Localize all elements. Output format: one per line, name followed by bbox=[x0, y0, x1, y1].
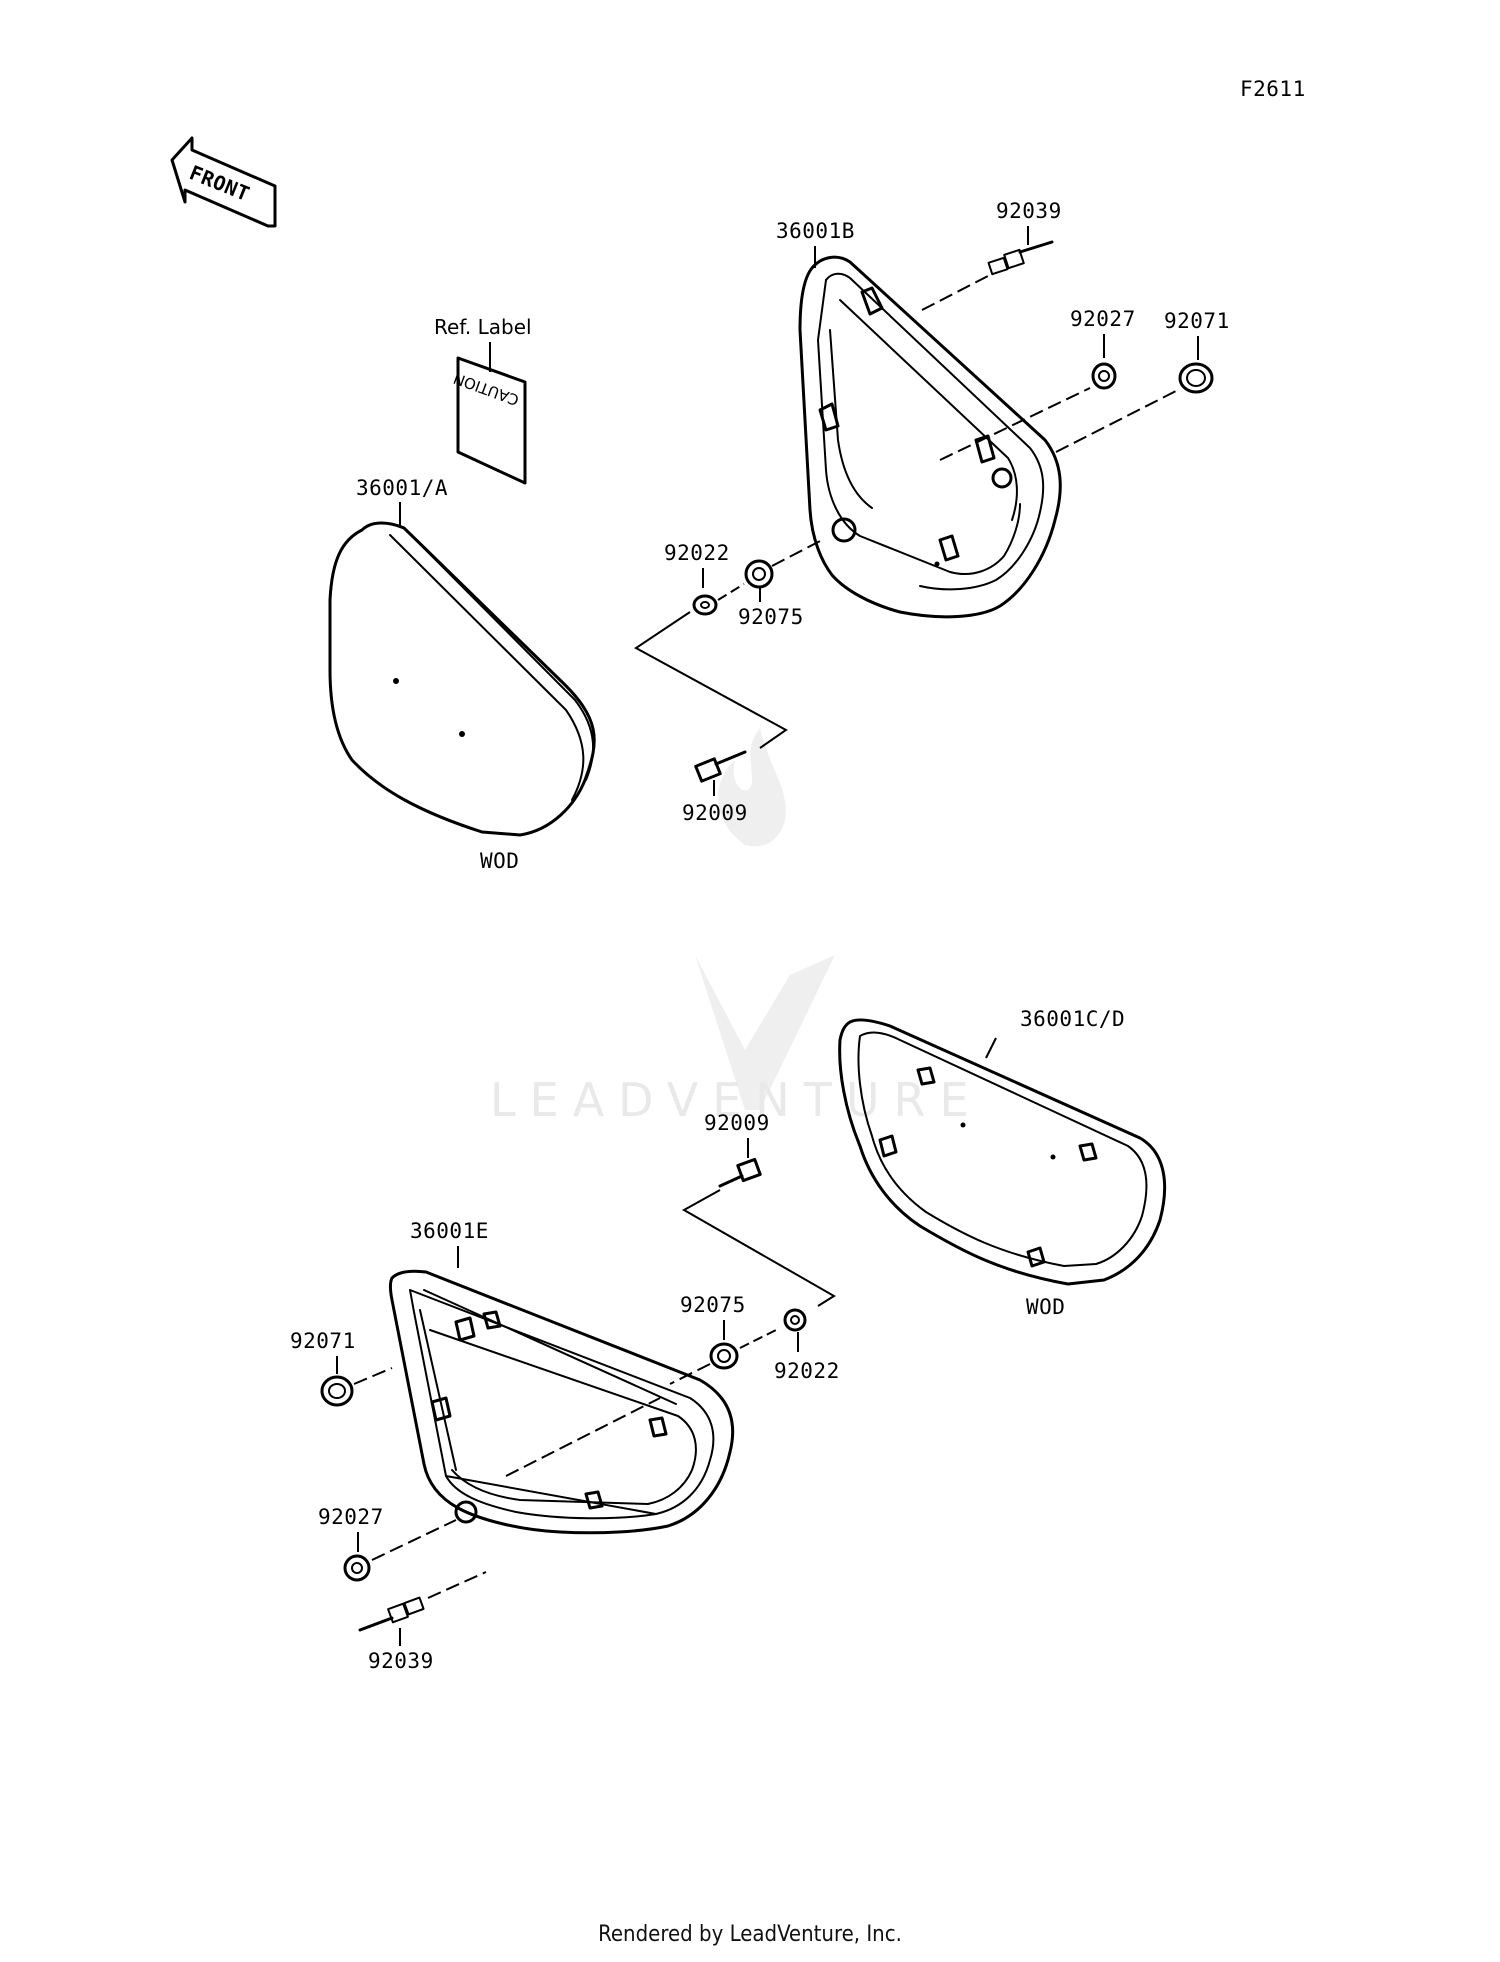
pin-92039-top-icon bbox=[987, 240, 1054, 276]
part-label-92039-top: 92039 bbox=[996, 199, 1062, 223]
part-label-92009-top: 92009 bbox=[682, 801, 748, 825]
washer-92022-top-icon bbox=[692, 594, 718, 616]
bolt-92009-top-icon bbox=[694, 750, 747, 783]
part-label-92027-bottom: 92027 bbox=[318, 1505, 384, 1529]
part-label-92027-top: 92027 bbox=[1070, 307, 1136, 331]
grommet-92075-bottom-icon bbox=[709, 1342, 739, 1370]
part-label-92022-top: 92022 bbox=[664, 541, 730, 565]
part-label-92071-top: 92071 bbox=[1164, 309, 1230, 333]
watermark-text: LEADVENTURE bbox=[490, 1073, 983, 1127]
bolt-92009-bottom-icon bbox=[718, 1157, 762, 1188]
grommet-92071-top-icon bbox=[1178, 362, 1214, 394]
footer-credit: Rendered by LeadVenture, Inc. bbox=[598, 1922, 902, 1947]
pin-92039-bottom-icon bbox=[358, 1596, 425, 1632]
side-cover-frame-36001B bbox=[798, 255, 1062, 619]
part-label-92009-bottom: 92009 bbox=[704, 1111, 770, 1135]
grommet-92071-bottom-icon bbox=[320, 1375, 354, 1407]
ref-label-text: Ref. Label bbox=[434, 315, 532, 339]
side-cover-frame-36001E bbox=[389, 1269, 735, 1535]
caution-sticker-icon: CAUTION bbox=[451, 356, 527, 485]
leadventure-watermark: LEADVENTURE bbox=[490, 728, 983, 1127]
wod-label-top: WOD bbox=[480, 849, 519, 873]
part-label-92075-bottom: 92075 bbox=[680, 1293, 746, 1317]
grommet-92075-top-icon bbox=[744, 559, 774, 589]
part-label-36001CD: 36001C/D bbox=[1020, 1007, 1125, 1031]
caution-sticker-text: CAUTION bbox=[451, 369, 521, 409]
part-label-92075-top: 92075 bbox=[738, 605, 804, 629]
part-label-92071-bottom: 92071 bbox=[290, 1329, 356, 1353]
part-label-36001B: 36001B bbox=[776, 219, 855, 243]
front-arrow-icon: FRONT bbox=[170, 136, 277, 228]
part-label-92022-bottom: 92022 bbox=[774, 1359, 840, 1383]
side-cover-36001CD bbox=[838, 1018, 1167, 1286]
part-label-36001E: 36001E bbox=[410, 1219, 489, 1243]
side-cover-36001A bbox=[328, 521, 596, 837]
part-label-92039-bottom: 92039 bbox=[368, 1649, 434, 1673]
washer-92022-bottom-icon bbox=[783, 1308, 807, 1332]
wod-label-bottom: WOD bbox=[1026, 1295, 1065, 1319]
figure-code: F2611 bbox=[1240, 77, 1306, 101]
grommet-92027-bottom-icon bbox=[343, 1554, 371, 1582]
grommet-92027-top-icon bbox=[1091, 362, 1117, 390]
front-arrow-label: FRONT bbox=[186, 160, 253, 206]
part-label-36001A: 36001/A bbox=[356, 476, 448, 500]
